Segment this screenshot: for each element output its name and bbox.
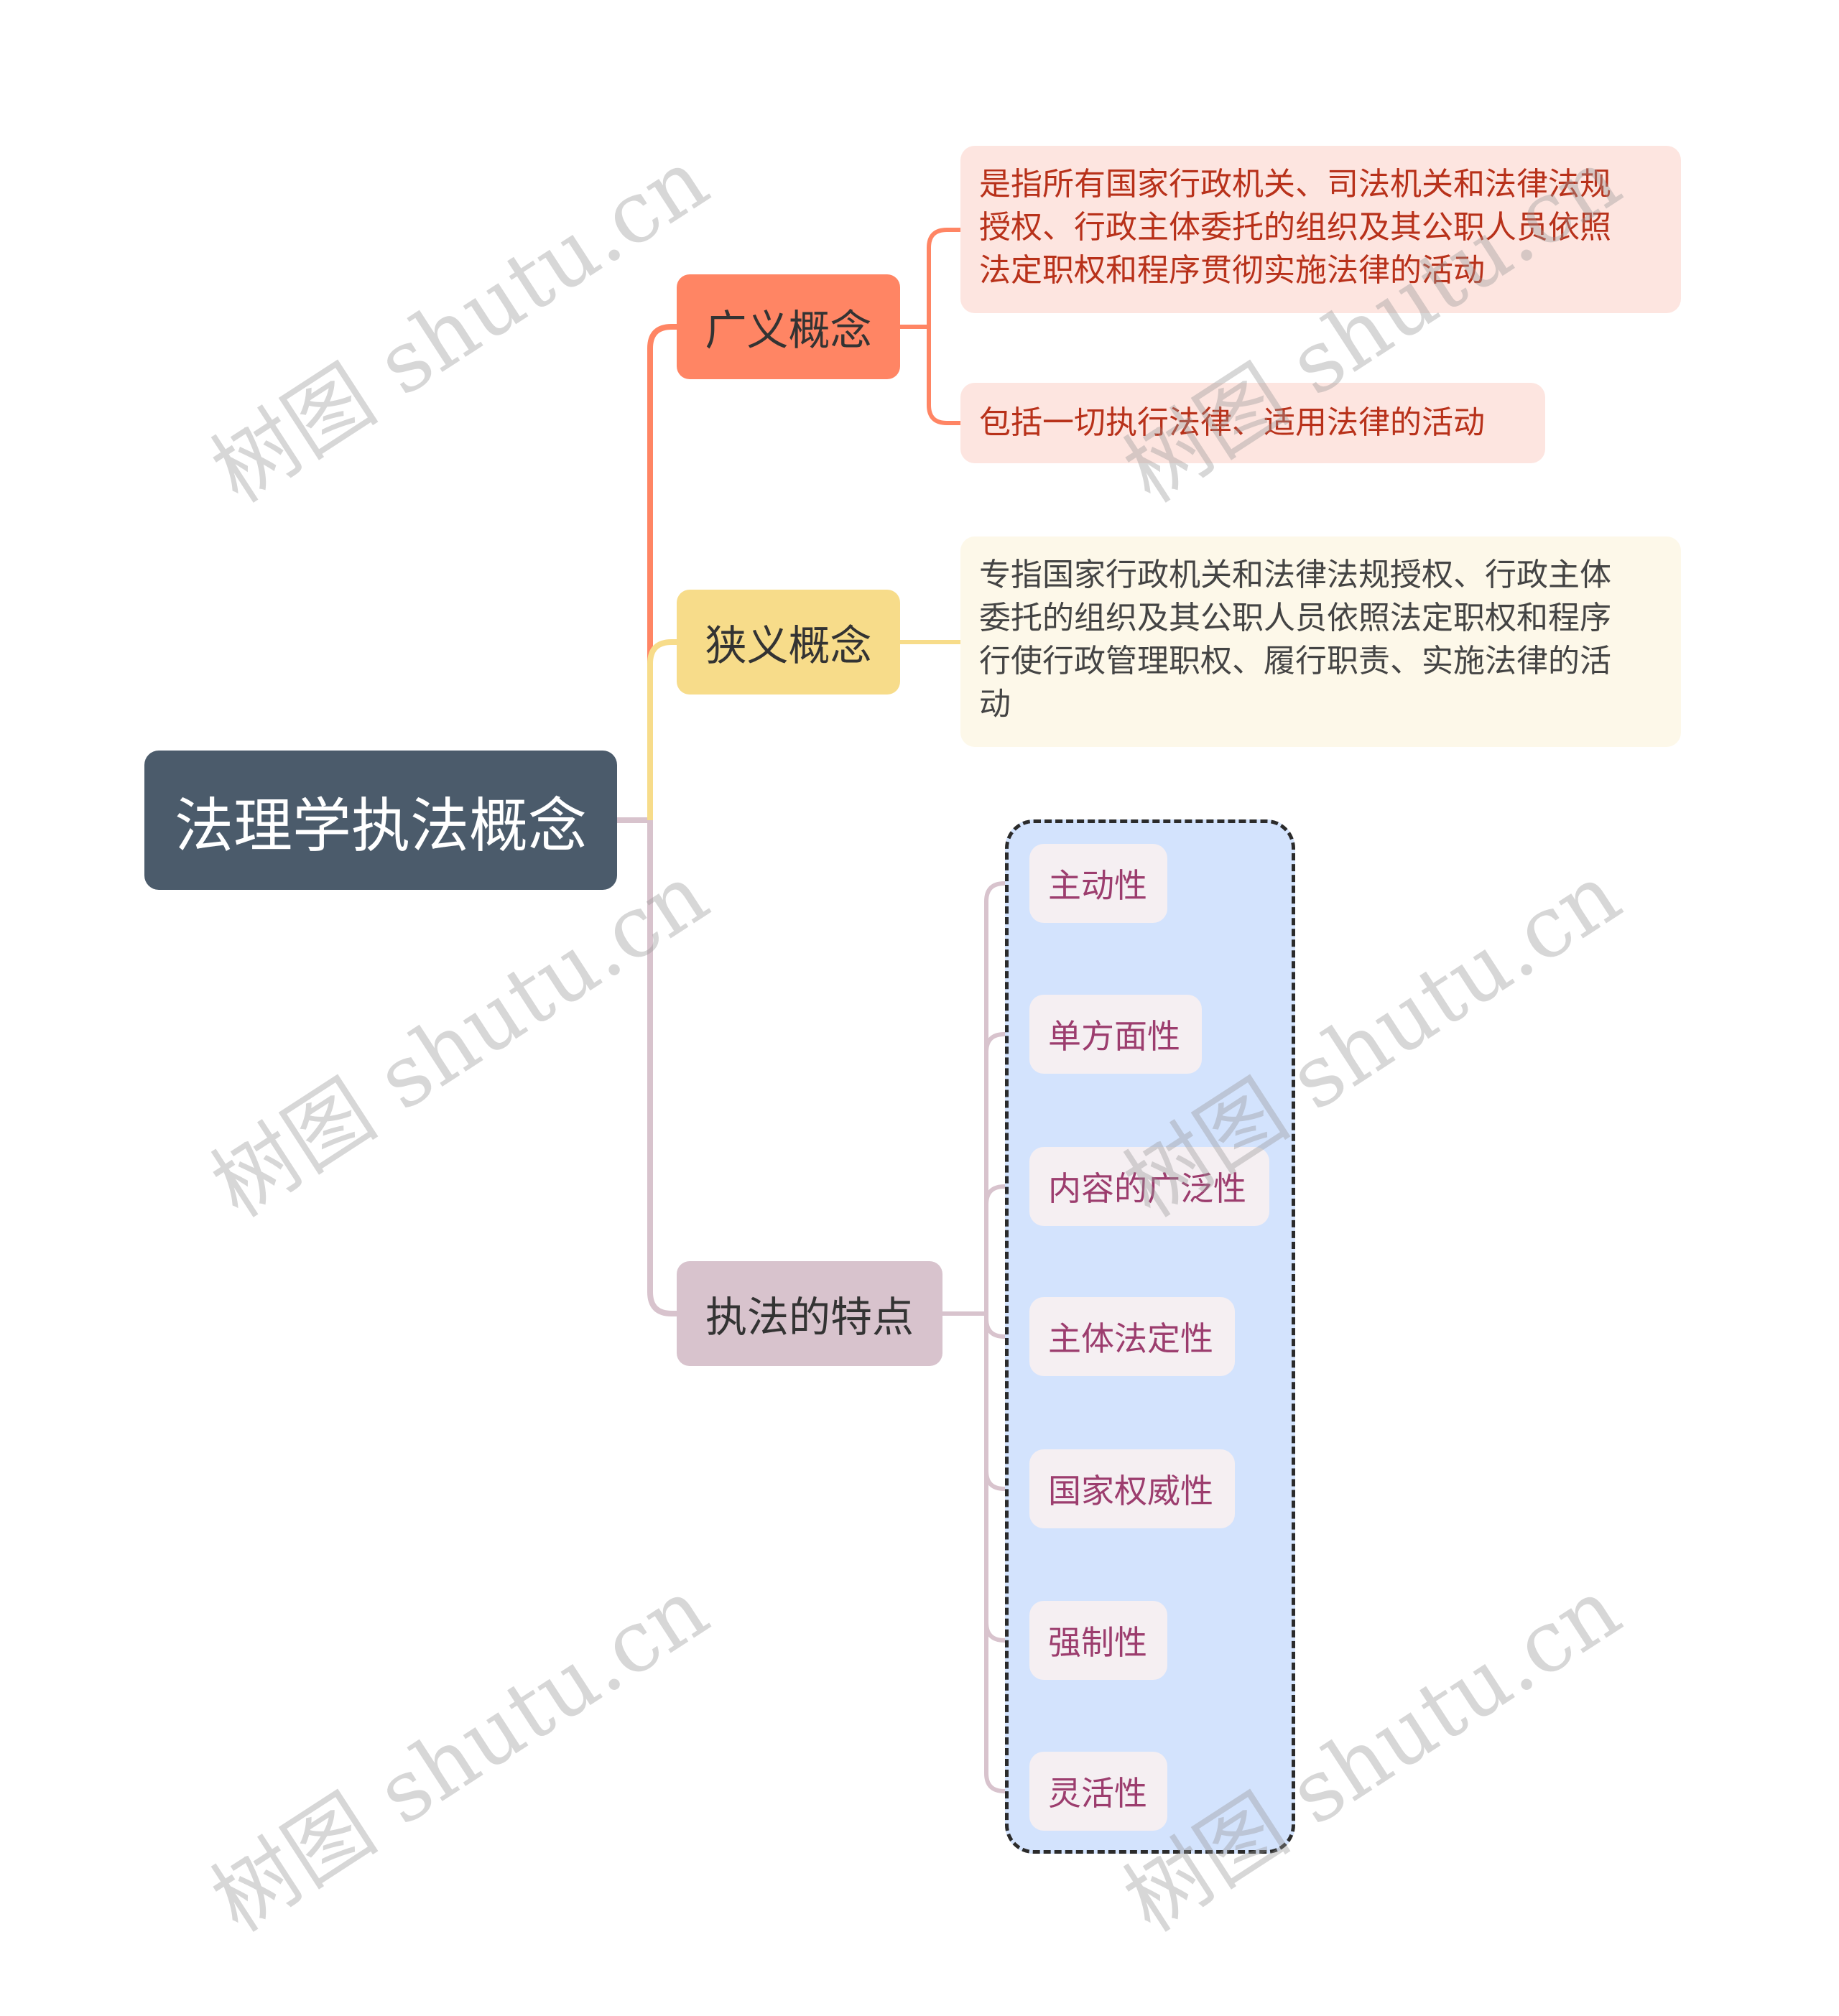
feature-item-flexible[interactable]: 灵活性 — [1029, 1752, 1167, 1831]
text-line: 法定职权和程序贯彻实施法律的活动 — [979, 252, 1485, 289]
feature-label: 单方面性 — [1048, 1017, 1180, 1056]
text-line: 是指所有国家行政机关、司法机关和法律法规 — [979, 166, 1611, 203]
feature-label: 灵活性 — [1048, 1774, 1147, 1813]
broad-scope-node[interactable]: 包括一切执行法律、适用法律的活动 — [960, 383, 1545, 463]
broad-definition-node[interactable]: 是指所有国家行政机关、司法机关和法律法规 授权、行政主体委托的组织及其公职人员依… — [960, 146, 1681, 313]
branch-label: 狭义概念 — [705, 621, 872, 670]
feature-item-broad-content[interactable]: 内容的广泛性 — [1029, 1147, 1269, 1226]
branch-narrow-concept[interactable]: 狭义概念 — [677, 590, 900, 695]
text-line: 授权、行政主体委托的组织及其公职人员依照 — [979, 209, 1611, 246]
feature-label: 主动性 — [1048, 866, 1147, 905]
branch-features[interactable]: 执法的特点 — [677, 1261, 942, 1366]
text-line: 动 — [979, 686, 1011, 723]
text-line: 委托的组织及其公职人员依照法定职权和程序 — [979, 600, 1611, 636]
feature-label: 主体法定性 — [1048, 1319, 1213, 1358]
narrow-definition-node[interactable]: 专指国家行政机关和法律法规授权、行政主体 委托的组织及其公职人员依照法定职权和程… — [960, 536, 1681, 747]
branch-label: 执法的特点 — [705, 1293, 914, 1342]
text-line: 行使行政管理职权、履行职责、实施法律的活 — [979, 643, 1611, 679]
feature-item-statutory-subject[interactable]: 主体法定性 — [1029, 1297, 1235, 1376]
feature-label: 内容的广泛性 — [1048, 1169, 1246, 1208]
branch-label: 广义概念 — [705, 306, 872, 355]
branch-broad-concept[interactable]: 广义概念 — [677, 274, 900, 379]
feature-label: 国家权威性 — [1048, 1472, 1213, 1510]
text-line: 专指国家行政机关和法律法规授权、行政主体 — [979, 557, 1611, 593]
feature-item-coercive[interactable]: 强制性 — [1029, 1601, 1167, 1680]
feature-item-state-authority[interactable]: 国家权威性 — [1029, 1449, 1235, 1528]
root-node[interactable]: 法理学执法概念 — [144, 751, 617, 890]
root-label: 法理学执法概念 — [174, 791, 587, 860]
feature-label: 强制性 — [1048, 1623, 1147, 1662]
feature-item-proactive[interactable]: 主动性 — [1029, 844, 1167, 923]
text-line: 包括一切执行法律、适用法律的活动 — [979, 404, 1485, 441]
feature-item-unilateral[interactable]: 单方面性 — [1029, 995, 1202, 1074]
